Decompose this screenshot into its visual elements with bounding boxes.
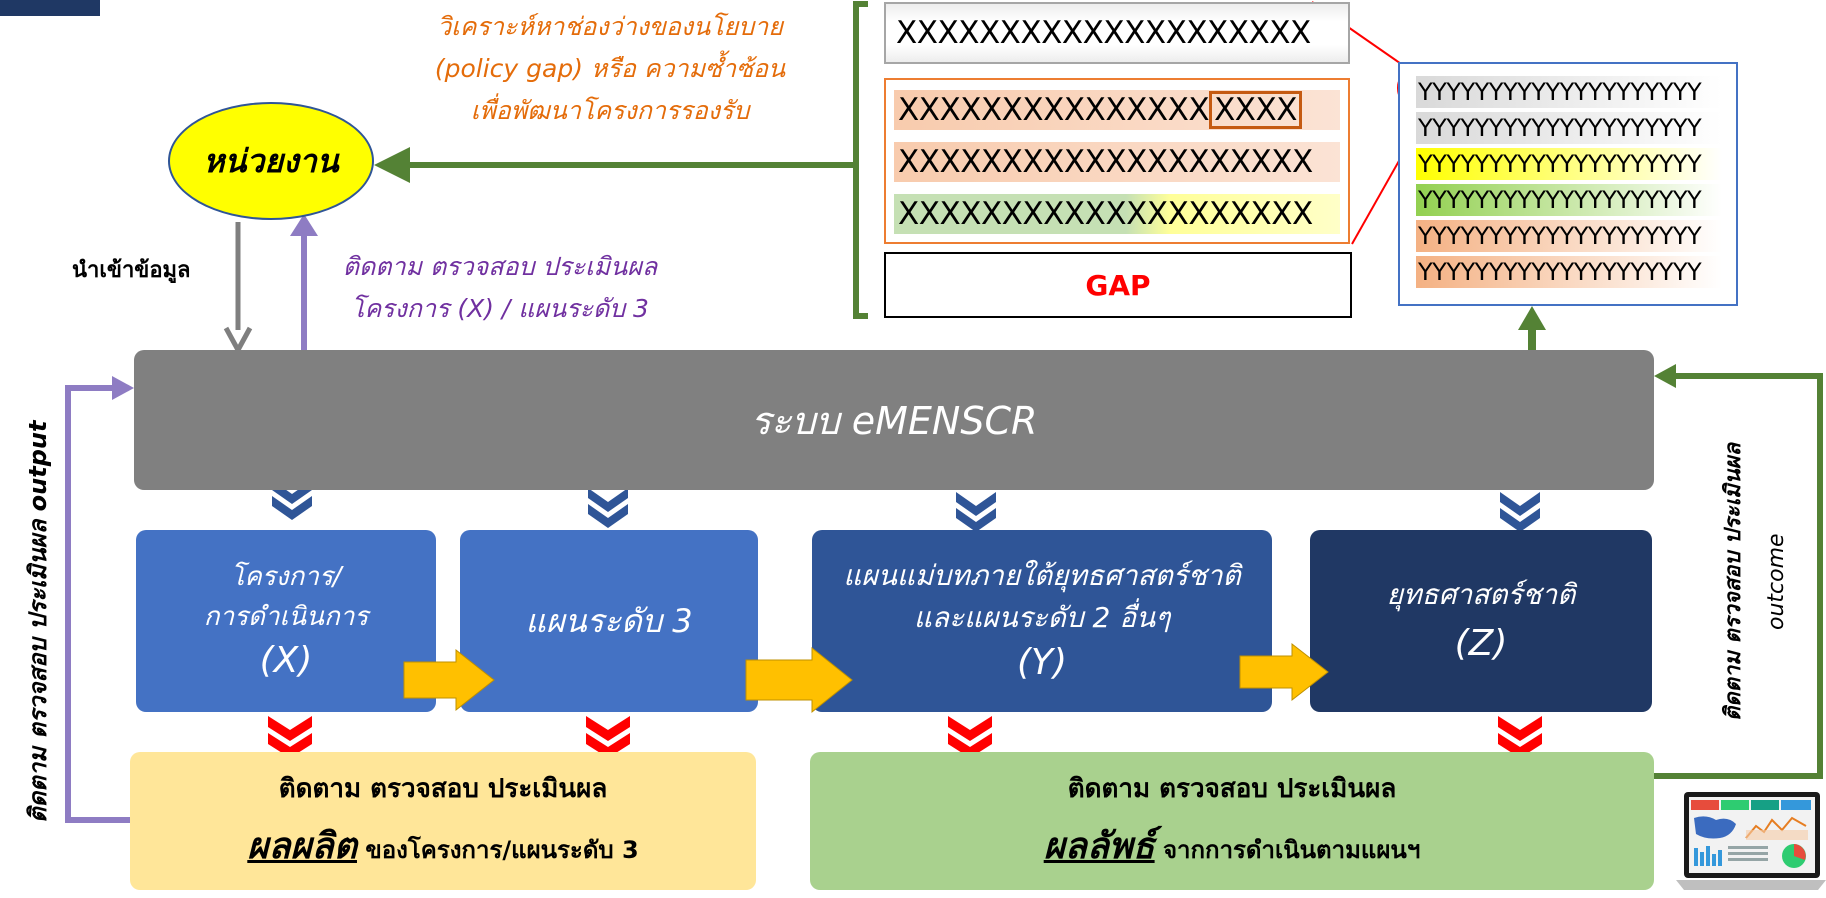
y-row-1-text: YYYYYYYYYYYYYYYYYYYY xyxy=(1418,78,1702,106)
agency-node: หน่วยงาน xyxy=(168,102,374,220)
outcome-keyword: ผลลัพธ์ xyxy=(1043,826,1155,867)
output-monitor-box: ติดตาม ตรวจสอบ ประเมินผล ผลผลิต ของโครงก… xyxy=(130,752,756,890)
policy-gap-note: วิเคราะห์หาช่องว่างของนโยบาย (policy gap… xyxy=(390,6,830,132)
x-row-3-yellow-text: XXXXXXXX xyxy=(1146,196,1313,232)
corner-tab xyxy=(0,0,100,16)
y-row-4-text: YYYYYYYYYYYYYYYYYYYY xyxy=(1418,186,1702,214)
x-row-2: XXXXXXXXXXXXXXXXXXXX xyxy=(894,142,1340,182)
y-row-6: YYYYYYYYYYYYYYYYYYYY xyxy=(1416,256,1722,288)
chevron-blue-4b xyxy=(1500,508,1540,532)
chevron-blue-3 xyxy=(956,492,996,516)
outcome-monitor-box: ติดตาม ตรวจสอบ ประเมินผล ผลลัพธ์ จากการด… xyxy=(810,752,1654,890)
dashboard-laptop-icon xyxy=(1676,792,1826,890)
y-row-5: YYYYYYYYYYYYYYYYYYYY xyxy=(1416,220,1722,252)
x-row-3-green-text: XXXXXXXXXXXX xyxy=(898,196,1147,232)
x-box-top: XXXXXXXXXXXXXXXXXXXX xyxy=(884,2,1350,64)
output-loop xyxy=(65,385,130,823)
gap-box: GAP xyxy=(884,252,1352,318)
chevron-red-4 xyxy=(1498,716,1542,741)
chevron-red-3 xyxy=(948,716,992,741)
system-bar: ระบบ eMENSCR xyxy=(134,350,1654,490)
outcome-monitor-line-2: ผลลัพธ์ จากการดำเนินตามแผนฯ xyxy=(1044,817,1421,874)
x-row-2-text: XXXXXXXXXXXXXXXXXXXX xyxy=(898,144,1313,180)
y-row-1: YYYYYYYYYYYYYYYYYYYY xyxy=(1416,76,1722,108)
chevron-blue-2 xyxy=(588,488,628,512)
output-rest: ของโครงการ/แผนระดับ 3 xyxy=(356,836,639,864)
output-monitor-line-1: ติดตาม ตรวจสอบ ประเมินผล xyxy=(278,774,608,804)
y-box-group: YYYYYYYYYYYYYYYYYYYY YYYYYYYYYYYYYYYYYYY… xyxy=(1398,62,1738,306)
agency-label: หน่วยงาน xyxy=(203,141,339,180)
policy-gap-line-3: เพื่อพัฒนาโครงการรองรับ xyxy=(470,96,750,125)
x-box-top-text: XXXXXXXXXXXXXXXXXXXX xyxy=(896,15,1311,51)
monitor-project-note: ติดตาม ตรวจสอบ ประเมินผล โครงการ (X) / แ… xyxy=(320,246,680,330)
chevron-blue-1 xyxy=(272,480,312,504)
block-arrow-3 xyxy=(1239,642,1329,702)
process-project-line-1: โครงการ/ xyxy=(230,562,342,592)
process-project-code: (X) xyxy=(259,640,313,681)
process-project-box: โครงการ/ การดำเนินการ (X) xyxy=(136,530,436,712)
system-label: ระบบ eMENSCR xyxy=(750,398,1038,443)
process-masterplan-box: แผนแม่บทภายใต้ยุทธศาสตร์ชาติ และแผนระดับ… xyxy=(812,530,1272,712)
process-project-line-2: การดำเนินการ xyxy=(203,602,369,632)
chevron-red-1 xyxy=(268,716,312,741)
chevron-red-2 xyxy=(586,716,630,741)
gap-label: GAP xyxy=(1085,268,1151,302)
output-loop-head xyxy=(112,376,134,400)
y-row-3-text: YYYYYYYYYYYYYYYYYYYY xyxy=(1418,150,1702,178)
system-to-y-arrow-head xyxy=(1518,306,1546,330)
y-row-2: YYYYYYYYYYYYYYYYYYYY xyxy=(1416,112,1722,144)
outcome-monitor-line-1: ติดตาม ตรวจสอบ ประเมินผล xyxy=(1067,774,1397,804)
x-row-1-text: XXXXXXXXXXXXXXX xyxy=(898,92,1210,128)
outcome-loop-label-2: outcome xyxy=(1764,533,1789,631)
output-loop-label: ติดตาม ตรวจสอบ ประเมินผล output xyxy=(24,420,52,824)
output-monitor-line-2: ผลผลิต ของโครงการ/แผนระดับ 3 xyxy=(247,817,638,874)
process-masterplan-line-1: แผนแม่บทภายใต้ยุทธศาสตร์ชาติ xyxy=(843,559,1241,592)
monitor-project-line-1: ติดตาม ตรวจสอบ ประเมินผล xyxy=(342,252,658,281)
process-masterplan-line-2: และแผนระดับ 2 อื่นๆ xyxy=(913,601,1171,634)
chevron-blue-1b xyxy=(272,496,312,520)
block-arrow-2 xyxy=(745,646,853,714)
monitor-arrow-head xyxy=(290,214,318,236)
block-arrow-1 xyxy=(403,648,495,712)
process-level3-box: แผนระดับ 3 xyxy=(460,530,758,712)
process-strategy-box: ยุทธศาสตร์ชาติ (Z) xyxy=(1310,530,1652,712)
outcome-rest: จากการดำเนินตามแผนฯ xyxy=(1154,836,1421,864)
y-row-2-text: YYYYYYYYYYYYYYYYYYYY xyxy=(1418,114,1702,142)
chevron-blue-4 xyxy=(1500,492,1540,516)
process-masterplan-code: (Y) xyxy=(1016,642,1068,683)
x-row-1-highlight: XXXX xyxy=(1209,91,1303,129)
outcome-loop xyxy=(1654,373,1823,779)
policy-gap-line-2: (policy gap) หรือ ความซ้ำซ้อน xyxy=(434,54,786,83)
y-row-4: YYYYYYYYYYYYYYYYYYYY xyxy=(1416,184,1722,216)
process-strategy-code: (Z) xyxy=(1454,623,1508,664)
chevrons-blue xyxy=(272,480,1540,532)
monitor-project-line-2: โครงการ (X) / แผนระดับ 3 xyxy=(351,294,649,323)
y-row-5-text: YYYYYYYYYYYYYYYYYYYY xyxy=(1418,222,1702,250)
policy-gap-line-1: วิเคราะห์หาช่องว่างของนโยบาย xyxy=(437,12,783,41)
chevron-blue-2b xyxy=(588,504,628,528)
output-keyword: ผลผลิต xyxy=(247,826,357,867)
outcome-loop-head xyxy=(1654,364,1676,388)
x-bracket xyxy=(853,1,868,319)
import-data-label: นำเข้าข้อมูล xyxy=(72,258,191,283)
process-strategy-line-1: ยุทธศาสตร์ชาติ xyxy=(1386,578,1576,611)
y-row-3: YYYYYYYYYYYYYYYYYYYY xyxy=(1416,148,1722,180)
chevron-blue-3b xyxy=(956,508,996,532)
process-level3-label: แผนระดับ 3 xyxy=(525,601,693,640)
y-row-6-text: YYYYYYYYYYYYYYYYYYYY xyxy=(1418,258,1702,286)
outcome-loop-label-1: ติดตาม ตรวจสอบ ประเมินผล xyxy=(1721,442,1746,722)
